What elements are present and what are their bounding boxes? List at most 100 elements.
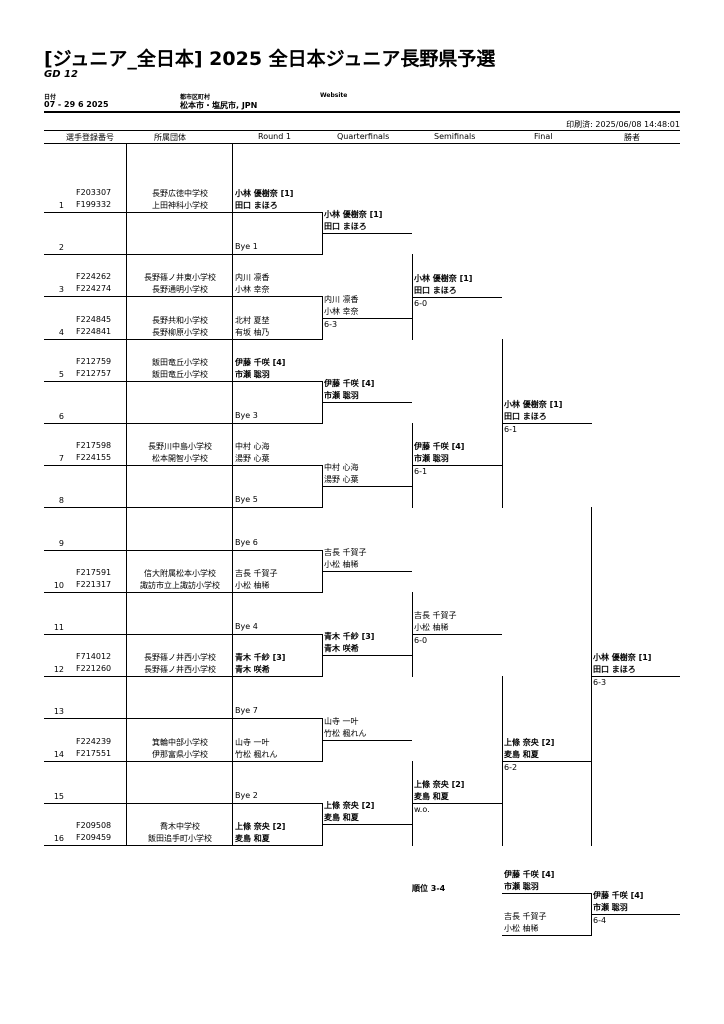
draw-position: 6 xyxy=(58,412,64,421)
draw-position: 8 xyxy=(58,496,64,505)
club-name: 伊那富県小学校 xyxy=(152,750,208,759)
round1-player: 北村 夏埜 xyxy=(235,316,270,325)
draw-position: 9 xyxy=(58,539,64,548)
sf-player: 上條 奈央 [2] xyxy=(414,780,465,789)
qf-player: 小林 幸奈 xyxy=(324,307,359,316)
sf-score: w.o. xyxy=(414,805,430,814)
player-id: F212757 xyxy=(76,369,112,378)
qf-player: 田口 まほろ xyxy=(324,222,367,231)
round1-player: 内川 凛香 xyxy=(235,273,270,282)
qf-line xyxy=(322,655,412,656)
player-id: F217551 xyxy=(76,749,112,758)
sf-line xyxy=(412,634,502,635)
qf-line xyxy=(322,571,412,572)
club-name: 松本開智小学校 xyxy=(152,454,208,463)
draw-position: 15 xyxy=(53,792,64,801)
club-name: 長野篠ノ井西小学校 xyxy=(144,653,216,662)
final-player: 麦島 和夏 xyxy=(504,750,539,759)
third-place-player: 伊藤 千咲 [4] xyxy=(504,870,555,879)
winner-line xyxy=(591,676,680,677)
draw-row-line xyxy=(44,761,322,762)
player-id: F224239 xyxy=(76,737,112,746)
sf-player: 麦島 和夏 xyxy=(414,792,449,801)
col-header-qf: Quarterfinals xyxy=(337,132,390,141)
round1-bye: Bye 3 xyxy=(235,411,258,420)
col-header-round1: Round 1 xyxy=(258,132,291,141)
third-place-label: 順位 3-4 xyxy=(412,884,446,893)
round1-bye: Bye 5 xyxy=(235,495,258,504)
draw-position: 16 xyxy=(53,834,64,843)
player-id: F224845 xyxy=(76,315,112,324)
sf-player: 伊藤 千咲 [4] xyxy=(414,442,465,451)
qf-player: 小林 優樹奈 [1] xyxy=(324,210,383,219)
qf-player: 内川 凛香 xyxy=(324,295,359,304)
round1-player: 小松 柚稀 xyxy=(235,581,270,590)
player-id: F212759 xyxy=(76,357,112,366)
final-score: 6-1 xyxy=(504,425,518,434)
header-rule xyxy=(44,111,680,113)
qf-player: 山寺 一叶 xyxy=(324,717,359,726)
city-label: 都市区町村 xyxy=(180,94,211,101)
third-place-player: 市瀬 聡羽 xyxy=(504,882,539,891)
sf-score: 6-0 xyxy=(414,636,428,645)
round1-player: 青木 千紗 [3] xyxy=(235,653,286,662)
club-name: 長野柳原小学校 xyxy=(152,328,208,337)
qf-line xyxy=(322,318,412,319)
final-player: 田口 まほろ xyxy=(504,412,547,421)
final-line xyxy=(502,423,592,424)
sf-player: 小松 柚稀 xyxy=(414,623,449,632)
club-name: 長野川中島小学校 xyxy=(148,442,212,451)
round1-player: 吉長 千賀子 xyxy=(235,569,278,578)
round1-column-divider xyxy=(232,143,233,846)
player-id: F224274 xyxy=(76,284,112,293)
draw-row-line xyxy=(44,507,322,508)
qf-player: 上條 奈央 [2] xyxy=(324,801,375,810)
draw-row-line xyxy=(44,423,322,424)
col-header-rule-top xyxy=(44,130,680,131)
draw-row-line xyxy=(44,803,322,804)
final-line xyxy=(502,761,592,762)
round1-player: 竹松 楓れん xyxy=(235,750,278,759)
draw-row-line xyxy=(44,592,322,593)
round1-bye: Bye 4 xyxy=(235,622,258,631)
sf-player: 吉長 千賀子 xyxy=(414,611,457,620)
round1-bye: Bye 7 xyxy=(235,706,258,715)
club-name: 飯田追手町小学校 xyxy=(148,834,212,843)
col-header-rule-bottom xyxy=(44,143,680,144)
col-header-winner: 勝者 xyxy=(624,133,640,142)
player-id: F221317 xyxy=(76,580,112,589)
draw-row-line xyxy=(44,718,322,719)
round1-player: 市瀬 聡羽 xyxy=(235,370,270,379)
third-place-result: 伊藤 千咲 [4] xyxy=(593,891,644,900)
printed-timestamp: 印刷済: 2025/06/08 14:48:01 xyxy=(566,120,680,129)
player-id: F217591 xyxy=(76,568,112,577)
qf-score: 6-3 xyxy=(324,320,338,329)
round1-player: 上條 奈央 [2] xyxy=(235,822,286,831)
draw-row-line xyxy=(44,465,322,466)
col-header-final: Final xyxy=(534,132,553,141)
round1-player: 伊藤 千咲 [4] xyxy=(235,358,286,367)
draw-position: 11 xyxy=(53,623,64,632)
round1-player: 山寺 一叶 xyxy=(235,738,270,747)
qf-player: 小松 柚稀 xyxy=(324,560,359,569)
qf-player: 中村 心海 xyxy=(324,463,359,472)
col-header-sf: Semifinals xyxy=(434,132,476,141)
final-player: 小林 優樹奈 [1] xyxy=(504,400,563,409)
club-name: 長野広徳中学校 xyxy=(152,189,208,198)
qf-line xyxy=(322,824,412,825)
player-id: F224841 xyxy=(76,327,112,336)
sf-score: 6-0 xyxy=(414,299,428,308)
round1-player: 小林 優樹奈 [1] xyxy=(235,189,294,198)
draw-row-line xyxy=(44,381,322,382)
player-id: F714012 xyxy=(76,652,112,661)
third-place-player: 吉長 千賀子 xyxy=(504,912,547,921)
draw-row-line xyxy=(44,676,322,677)
round1-player: 小林 幸奈 xyxy=(235,285,270,294)
club-name: 信大附属松本小学校 xyxy=(144,569,216,578)
qf-line xyxy=(322,486,412,487)
qf-player: 麦島 和夏 xyxy=(324,813,359,822)
round1-player: 田口 まほろ xyxy=(235,201,278,210)
club-name: 上田神科小学校 xyxy=(152,201,208,210)
draw-row-line xyxy=(44,296,322,297)
draw-position: 14 xyxy=(53,750,64,759)
